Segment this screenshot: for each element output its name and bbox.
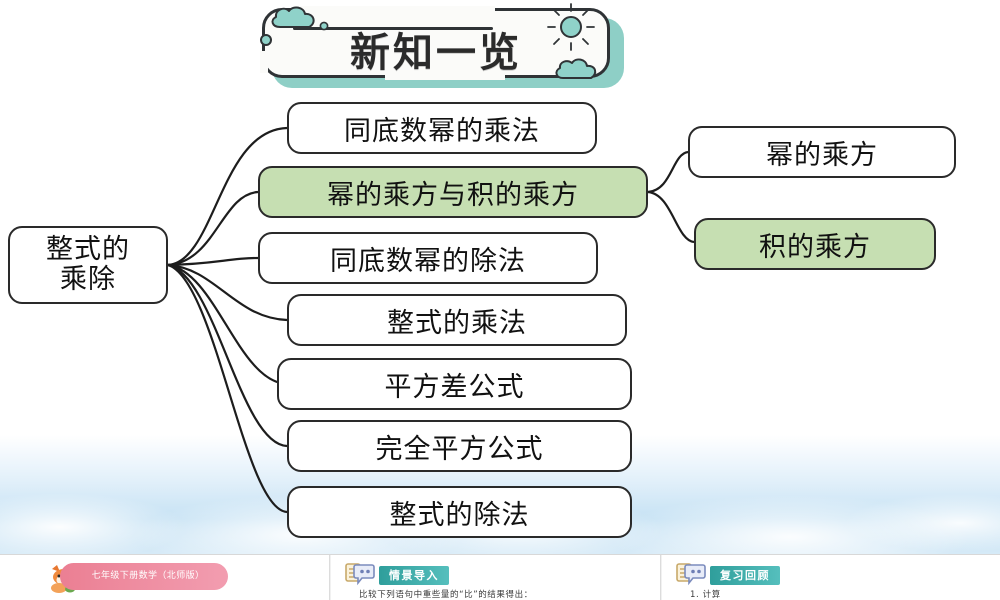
review-chip: 复习回顾 <box>676 562 780 588</box>
root-label-line1: 整式的 <box>46 233 130 265</box>
mindmap-node-wanquan-pingfang-gongshi[interactable]: 完全平方公式 <box>287 420 632 472</box>
dot-tiny-icon <box>318 20 330 32</box>
root-label-line2: 乘除 <box>60 264 116 295</box>
scenario-body-text: 比较下列语句中重些量的“比”的结果得出： <box>359 590 533 600</box>
cloud-icon <box>268 4 320 34</box>
node-label: 同底数幂的除法 <box>330 245 526 277</box>
mindmap-root-node[interactable]: 整式的 乘除 <box>8 226 168 304</box>
frame-accent-line <box>293 27 493 30</box>
sun-icon <box>544 0 598 59</box>
page-title: 新知一览 <box>350 29 522 76</box>
node-label: 整式的除法 <box>389 499 530 531</box>
mindmap-node-zhengshide-chengfa[interactable]: 整式的乘法 <box>287 294 627 346</box>
mindmap-subnode-mideengfang[interactable]: 幂的乘方 <box>688 126 956 178</box>
node-label: 幂的乘方 <box>766 139 878 171</box>
mindmap-node-mideengfang-yu-jideengfang[interactable]: 幂的乘方与积的乘方 <box>258 166 648 218</box>
slide-thumbnail-strip[interactable]: 七年级下册数学（北师版） 情景导入 比较下列语 <box>0 554 1000 600</box>
mindmap-node-zhengshide-chufa[interactable]: 整式的除法 <box>287 486 632 538</box>
review-body-text: 1. 计算 <box>690 590 721 600</box>
node-label: 完全平方公式 <box>375 433 544 465</box>
frame-gap-bottom <box>385 72 505 80</box>
thumbnail-course-title[interactable]: 七年级下册数学（北师版） <box>0 555 330 600</box>
thumbnail-review-recall[interactable]: 复习回顾 1. 计算 <box>662 555 1000 600</box>
node-label: 平方差公式 <box>384 371 525 403</box>
title-banner: 新知一览 <box>260 3 624 88</box>
mindmap-node-tongdishumi-chufa[interactable]: 同底数幂的除法 <box>258 232 598 284</box>
mindmap-subnode-jideengfang[interactable]: 积的乘方 <box>694 218 936 270</box>
speech-bubble-icon <box>676 562 706 588</box>
title-banner-frame <box>260 6 610 80</box>
mindmap-node-pingfangcha-gongshi[interactable]: 平方差公式 <box>277 358 632 410</box>
course-title-label: 七年级下册数学（北师版） <box>91 571 205 581</box>
node-label: 同底数幂的乘法 <box>344 115 540 147</box>
dot-small-icon <box>258 32 274 48</box>
node-label: 幂的乘方与积的乘方 <box>327 179 579 211</box>
node-label: 整式的乘法 <box>387 307 527 339</box>
scenario-chip-label: 情景导入 <box>379 565 449 585</box>
course-title-pill: 七年级下册数学（北师版） <box>60 563 228 590</box>
frame-gap-top <box>295 6 495 14</box>
mindmap-node-tongdishumi-chengfa[interactable]: 同底数幂的乘法 <box>287 102 597 154</box>
thumbnail-scenario-intro[interactable]: 情景导入 比较下列语句中重些量的“比”的结果得出： <box>331 555 661 600</box>
frame-gap-left <box>260 51 268 73</box>
scenario-chip: 情景导入 <box>345 562 449 588</box>
node-label: 积的乘方 <box>759 231 871 263</box>
speech-bubble-icon <box>345 562 375 588</box>
cloud-icon-small <box>552 56 602 84</box>
review-chip-label: 复习回顾 <box>710 565 780 585</box>
